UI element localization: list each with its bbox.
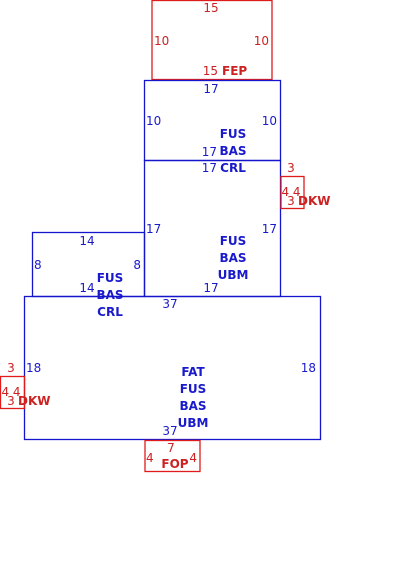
fus-bas-crl-upper-block: 17 10 10 17 FUS BAS CRL: [143, 79, 282, 175]
dkw-lower-side-dims: 4 4: [1, 385, 20, 399]
fep-right-dim: 10: [254, 34, 269, 48]
dkw-upper-side-dims: 4 4: [281, 185, 300, 199]
fus-bas-ubm-left-dim: 17: [146, 222, 161, 236]
fus-bas-crl-left-label-line2: BAS: [96, 288, 123, 302]
fus-bas-crl-upper-label-line1: FUS: [220, 127, 247, 141]
fus-bas-crl-upper-label-line2: BAS: [219, 144, 246, 158]
fat-fus-bas-ubm-left-dim: 18: [26, 361, 41, 375]
dkw-lower-block: 3 4 4 3 DKW: [0, 361, 51, 410]
fep-bottom-dim: 15: [203, 64, 218, 78]
fus-bas-crl-left-block: 14 8 8 14 FUS BAS CRL: [31, 231, 146, 319]
fus-bas-crl-upper-label-line3: CRL: [220, 161, 246, 175]
fop-label: FOP: [161, 457, 188, 471]
fat-fus-bas-ubm-label-line3: BAS: [179, 399, 206, 413]
fep-label: FEP: [222, 64, 247, 78]
dkw-upper-label: DKW: [298, 194, 331, 208]
fus-bas-crl-left-left-dim: 8: [34, 258, 42, 272]
fop-right-dim: 4: [189, 451, 197, 465]
fat-fus-bas-ubm-block: 37 18 18 37 FAT FUS BAS UBM: [23, 295, 322, 441]
fus-bas-ubm-block: 17 17 17 17 FUS BAS UBM: [143, 159, 282, 298]
dkw-upper-top-dim: 3: [287, 161, 295, 175]
fus-bas-crl-left-bottom-dim: 14: [79, 281, 94, 295]
fus-bas-ubm-bottom-dim: 17: [203, 281, 218, 295]
dkw-lower-bottom-dim: 3: [7, 394, 15, 408]
fus-bas-ubm-label-line3: UBM: [218, 268, 249, 282]
fus-bas-crl-left-label-line1: FUS: [97, 271, 124, 285]
fep-top-dim: 15: [203, 1, 218, 15]
fep-outline: [151, 0, 273, 81]
fat-fus-bas-ubm-label-line4: UBM: [178, 416, 209, 430]
fat-fus-bas-ubm-bottom-dim: 37: [162, 424, 177, 438]
fus-bas-ubm-top-dim: 17: [202, 161, 217, 175]
fep-left-dim: 10: [154, 34, 169, 48]
fep-block: 15 10 10 15 FEP: [151, 0, 273, 81]
fus-bas-crl-left-label-line3: CRL: [97, 305, 123, 319]
fus-bas-crl-left-top-dim: 14: [79, 234, 94, 248]
dkw-upper-block: 3 4 4 3 DKW: [280, 161, 331, 210]
fat-fus-bas-ubm-outline: [23, 295, 322, 441]
dkw-upper-bottom-dim: 3: [287, 194, 295, 208]
fus-bas-crl-upper-top-dim: 17: [203, 82, 218, 96]
fat-fus-bas-ubm-label-line2: FUS: [180, 382, 207, 396]
fus-bas-ubm-outline: [143, 159, 282, 298]
fat-fus-bas-ubm-top-dim: 37: [162, 297, 177, 311]
dkw-lower-label: DKW: [18, 394, 51, 408]
fat-fus-bas-ubm-label-line1: FAT: [181, 365, 205, 379]
fus-bas-ubm-label-line2: BAS: [219, 251, 246, 265]
dkw-lower-top-dim: 3: [7, 361, 15, 375]
fat-fus-bas-ubm-right-dim: 18: [301, 361, 316, 375]
fop-outline: [144, 439, 201, 473]
fop-top-dim: 7: [167, 441, 175, 455]
fop-left-dim: 4: [146, 451, 154, 465]
dkw-upper-outline: [280, 175, 305, 210]
fus-bas-ubm-label-line1: FUS: [220, 234, 247, 248]
fus-bas-crl-upper-right-dim: 10: [262, 114, 277, 128]
dkw-lower-outline: [0, 375, 26, 410]
fop-block: 7 4 4 FOP: [144, 439, 201, 473]
fus-bas-crl-upper-bottom-dim: 17: [202, 145, 217, 159]
fus-bas-crl-left-right-dim: 8: [133, 258, 141, 272]
fus-bas-crl-upper-left-dim: 10: [146, 114, 161, 128]
fus-bas-ubm-right-dim: 17: [262, 222, 277, 236]
